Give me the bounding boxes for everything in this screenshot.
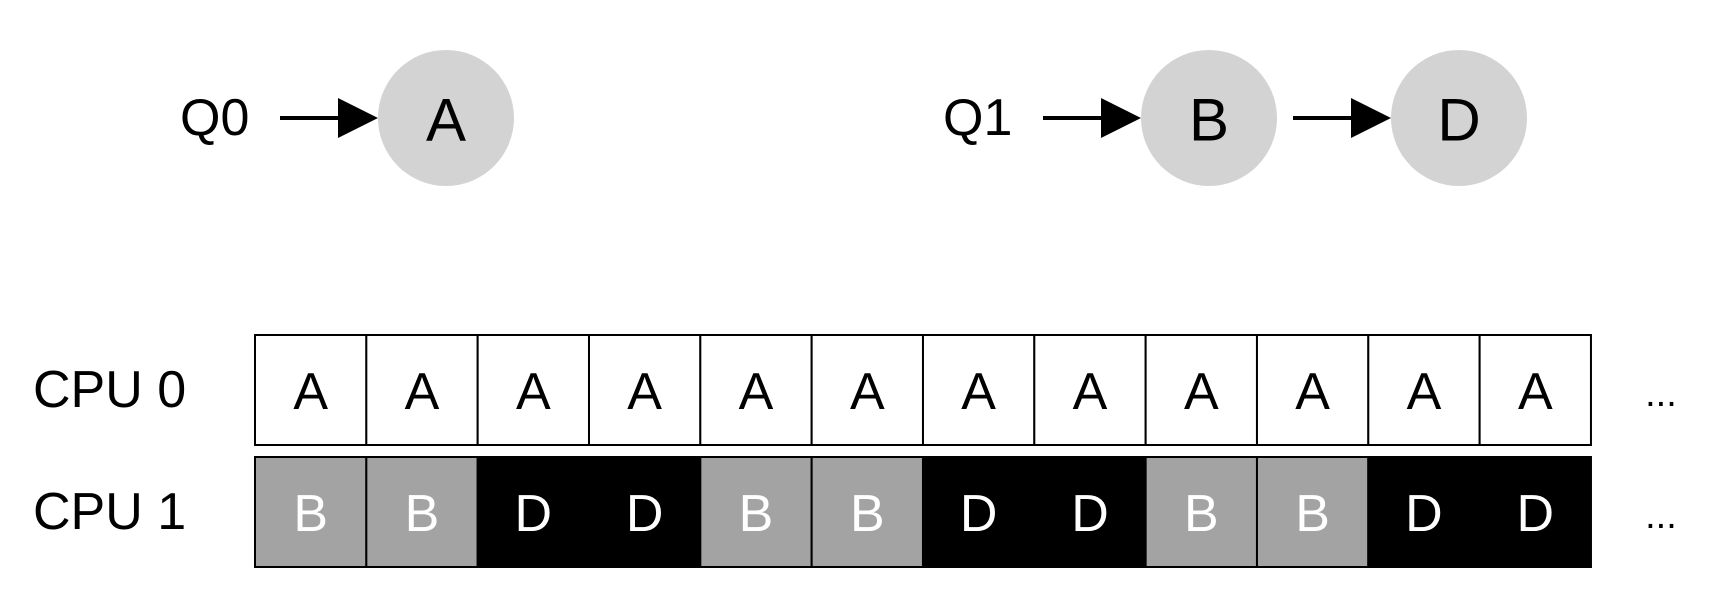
job-node-b <box>1141 50 1277 186</box>
time-slot <box>810 334 924 446</box>
time-slot <box>810 456 924 568</box>
time-slot-label: A <box>739 363 774 421</box>
time-slot <box>1367 456 1481 568</box>
time-slot <box>921 334 1036 446</box>
time-slot-label: D <box>1405 485 1443 543</box>
time-slot-label: A <box>405 363 440 421</box>
cpu-row-0: CPU 0 A A A A A A A A A A A A... <box>33 334 1677 446</box>
time-slot-label: D <box>626 485 664 543</box>
continuation-ellipsis: ... <box>1645 495 1677 537</box>
time-slot-label: A <box>516 363 551 421</box>
time-slot-label: D <box>515 485 553 543</box>
queues: Q0 A Q1 B D <box>180 50 1527 186</box>
time-slot <box>1144 334 1258 446</box>
queue-q0: Q0 A <box>180 50 514 186</box>
time-slot <box>365 456 479 568</box>
job-node-label: B <box>1189 87 1229 154</box>
time-slot <box>1255 456 1370 568</box>
cpu-row-1: CPU 1 B B D D B B D D B B D D... <box>33 456 1677 568</box>
time-slot-label: A <box>1184 363 1219 421</box>
time-slot-label: D <box>960 485 998 543</box>
time-slot-label: A <box>850 363 885 421</box>
time-slot <box>699 456 813 568</box>
job-node-label: D <box>1437 87 1480 154</box>
time-slot <box>921 456 1036 568</box>
time-slot-label: B <box>739 485 774 543</box>
job-node-a <box>378 50 514 186</box>
time-slot-label: B <box>405 485 440 543</box>
cpu-timeline: CPU 0 A A A A A A A A A A A A... CPU 1 B B D D B B D D B B D D... <box>33 334 1677 568</box>
time-slot <box>1033 334 1147 446</box>
time-slot-label: B <box>1184 485 1219 543</box>
time-slot <box>1367 334 1481 446</box>
time-slot <box>1478 456 1592 568</box>
time-slot <box>1478 334 1592 446</box>
cpu-label: CPU 0 <box>33 361 186 419</box>
queue-label: Q1 <box>943 89 1012 147</box>
continuation-ellipsis: ... <box>1645 373 1677 415</box>
queue-label: Q0 <box>180 89 249 147</box>
time-slot-label: A <box>1407 363 1442 421</box>
cpu-label: CPU 1 <box>33 483 186 541</box>
time-slot-label: A <box>1295 363 1330 421</box>
time-slot-label: A <box>1518 363 1553 421</box>
time-slot-label: D <box>1517 485 1555 543</box>
job-node-d <box>1391 50 1527 186</box>
time-slot-label: B <box>293 485 328 543</box>
time-slot-label: B <box>1295 485 1330 543</box>
time-slot <box>254 456 368 568</box>
queue-q1: Q1 B D <box>943 50 1527 186</box>
time-slot-label: A <box>1073 363 1108 421</box>
time-slot-label: B <box>850 485 885 543</box>
time-slot-label: A <box>627 363 662 421</box>
time-slot-label: D <box>1071 485 1109 543</box>
job-node-label: A <box>426 87 466 154</box>
time-slot <box>476 456 590 568</box>
time-slot <box>254 334 368 446</box>
time-slot <box>1033 456 1147 568</box>
time-slot <box>365 334 479 446</box>
time-slot-label: A <box>293 363 328 421</box>
time-slot-label: A <box>961 363 996 421</box>
time-slot <box>587 456 702 568</box>
